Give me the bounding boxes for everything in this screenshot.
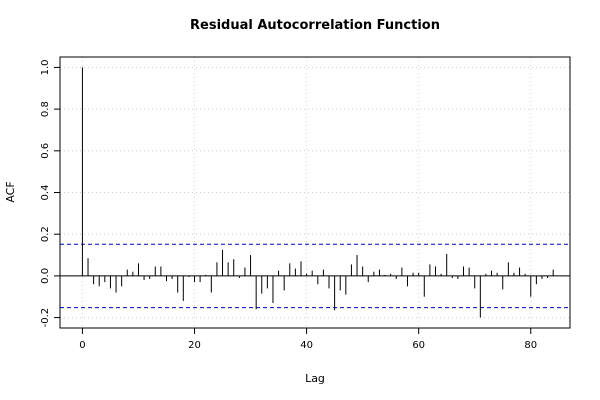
x-tick-label: 60 xyxy=(412,340,425,351)
y-axis: -0.2 0.0 0.2 0.4 0.6 0.8 1.0 xyxy=(40,59,60,327)
y-tick-label: 0.4 xyxy=(40,185,51,201)
x-axis: 0 20 40 60 80 xyxy=(79,328,537,351)
y-axis-label: ACF xyxy=(4,181,17,202)
y-tick-label: -0.2 xyxy=(40,308,51,328)
x-tick-label: 40 xyxy=(300,340,313,351)
x-tick-label: 0 xyxy=(79,340,85,351)
y-tick-label: 0.0 xyxy=(40,268,51,284)
chart-title: Residual Autocorrelation Function xyxy=(190,18,440,33)
confidence-band xyxy=(60,243,570,309)
y-tick-label: 0.8 xyxy=(40,101,51,117)
y-tick-label: 0.6 xyxy=(40,143,51,159)
acf-spikes xyxy=(81,67,554,318)
x-axis-label: Lag xyxy=(305,372,325,385)
grid-lines xyxy=(60,57,570,328)
y-tick-label: 1.0 xyxy=(40,59,51,75)
y-tick-label: 0.2 xyxy=(40,226,51,242)
x-tick-label: 80 xyxy=(524,340,537,351)
x-tick-label: 20 xyxy=(188,340,201,351)
